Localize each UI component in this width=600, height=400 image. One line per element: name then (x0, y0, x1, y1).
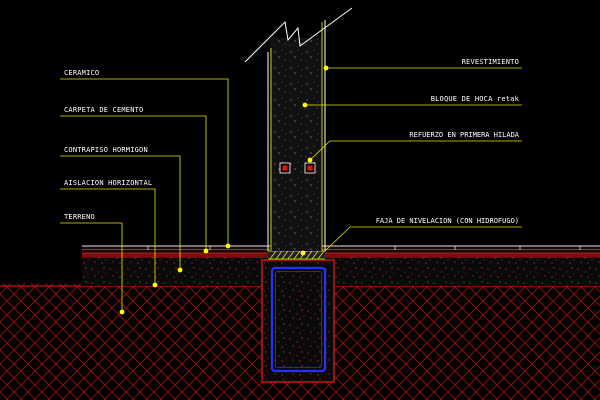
label-ceramico: CERAMICO (64, 69, 99, 77)
label-terreno: TERRENO (64, 213, 95, 221)
leader-revestimiento (323, 65, 522, 71)
label-carpeta: CARPETA DE CEMENTO (64, 106, 143, 114)
label-faja: FAJA DE NIVELACION (CON HIDROFUGO) (376, 217, 519, 225)
label-contrapiso: CONTRAPISO HORMIGON (64, 146, 148, 154)
floor-finish-layers (82, 245, 600, 254)
leader-terreno (60, 222, 125, 315)
horizontal-insulation-layer (82, 253, 600, 257)
leader-aislacion (60, 188, 158, 288)
break-line-icon (244, 7, 353, 63)
label-bloque: BLOQUE DE HOCA retak (431, 95, 520, 103)
leader-ceramico (60, 78, 231, 249)
leader-refuerzo (307, 140, 522, 163)
leader-carpeta (60, 115, 209, 254)
leader-contrapiso (60, 155, 183, 273)
leader-faja (300, 226, 522, 256)
foundation-beam (261, 259, 335, 383)
label-aislacion: AISLACION HORIZONTAL (64, 179, 152, 187)
concrete-subfloor (82, 256, 600, 286)
leader-bloque (302, 102, 522, 108)
leveling-strip (268, 250, 325, 260)
label-revestimiento: REVESTIMIENTO (462, 58, 519, 66)
block-wall (267, 20, 326, 251)
label-refuerzo: REFUERZO EN PRIMERA HILADA (409, 131, 519, 139)
